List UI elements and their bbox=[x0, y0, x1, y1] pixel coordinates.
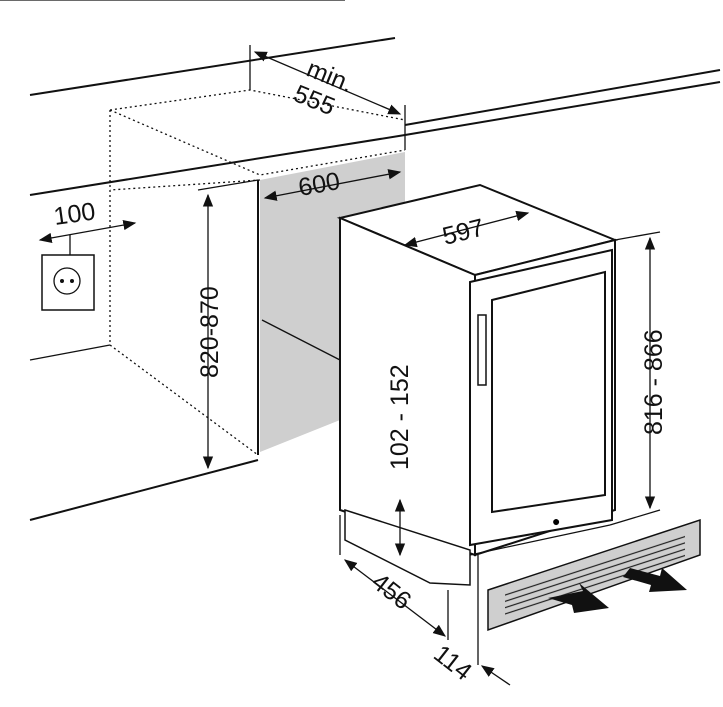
label-socket-offset: 100 bbox=[52, 197, 97, 231]
airflow-in-arrow-icon bbox=[548, 583, 609, 613]
niche-back-wall bbox=[260, 152, 405, 452]
dimension-labels: min. 555 600 100 820-870 597 816 - 866 1… bbox=[52, 55, 668, 687]
dimension-lines bbox=[0, 0, 661, 686]
label-height-niche: 820-870 bbox=[196, 286, 224, 378]
airflow-out-arrow-icon bbox=[623, 568, 687, 592]
countertop bbox=[29, 37, 721, 521]
power-socket-icon bbox=[41, 254, 95, 311]
label-plinth-depth: 114 bbox=[428, 640, 477, 687]
lock-icon: ● bbox=[552, 513, 560, 529]
label-plinth-height: 102 - 152 bbox=[386, 364, 414, 470]
wine-cooler: ● bbox=[336, 183, 619, 586]
label-height-appliance: 816 - 866 bbox=[640, 329, 668, 435]
ventilation-grille bbox=[487, 518, 701, 632]
door-handle bbox=[477, 314, 487, 386]
